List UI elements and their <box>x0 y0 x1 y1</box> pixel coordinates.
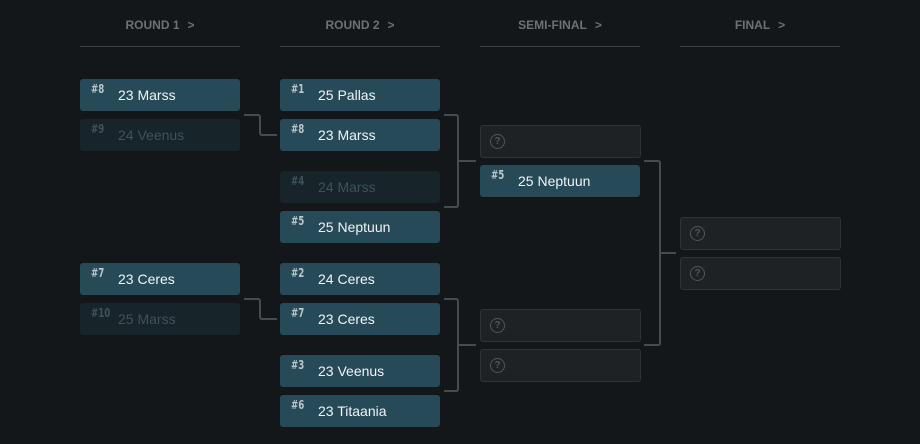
tbd-slot: ? <box>480 309 641 342</box>
header-round-1[interactable]: ROUND 1 > <box>80 18 240 47</box>
team-name: 25 Pallas <box>318 87 376 103</box>
seed-label: #10 <box>91 306 111 320</box>
chevron-right-icon: > <box>594 18 602 32</box>
seed-label: #3 <box>291 358 305 372</box>
tbd-slot: ? <box>680 257 841 290</box>
chevron-right-icon: > <box>187 18 195 32</box>
question-circle-icon: ? <box>490 358 505 373</box>
seed-label: #5 <box>291 214 305 228</box>
tbd-slot: ? <box>680 217 841 250</box>
team-name: 23 Ceres <box>118 271 175 287</box>
match-card[interactable]: #5 25 Neptuun <box>280 211 440 243</box>
match-card[interactable]: #8 23 Marss <box>280 119 440 151</box>
header-label: ROUND 2 <box>325 18 380 32</box>
match-card[interactable]: #10 25 Marss <box>80 303 240 335</box>
team-name: 23 Marss <box>118 87 176 103</box>
match-card[interactable]: #2 24 Ceres <box>280 263 440 295</box>
question-circle-icon: ? <box>690 266 705 281</box>
header-round-2[interactable]: ROUND 2 > <box>280 18 440 47</box>
team-name: 24 Ceres <box>318 271 375 287</box>
team-name: 25 Neptuun <box>318 219 391 235</box>
team-name: 25 Neptuun <box>518 173 591 189</box>
match-card[interactable]: #1 25 Pallas <box>280 79 440 111</box>
seed-label: #8 <box>291 122 305 136</box>
seed-label: #9 <box>91 122 105 136</box>
match-card[interactable]: #9 24 Veenus <box>80 119 240 151</box>
team-name: 24 Veenus <box>118 127 185 143</box>
seed-label: #7 <box>291 306 305 320</box>
header-label: FINAL <box>734 18 771 32</box>
question-circle-icon: ? <box>490 318 505 333</box>
team-name: 25 Marss <box>118 311 176 327</box>
match-card[interactable]: #7 23 Ceres <box>280 303 440 335</box>
seed-label: #2 <box>291 266 305 280</box>
team-name: 23 Marss <box>318 127 376 143</box>
seed-label: #7 <box>91 266 105 280</box>
team-name: 24 Marss <box>318 179 376 195</box>
team-name: 23 Veenus <box>318 363 385 379</box>
match-card[interactable]: #4 24 Marss <box>280 171 440 203</box>
header-label: SEMI-FINAL <box>518 18 587 32</box>
question-circle-icon: ? <box>490 134 505 149</box>
question-circle-icon: ? <box>690 226 705 241</box>
seed-label: #6 <box>291 398 305 412</box>
seed-label: #8 <box>91 82 105 96</box>
match-card[interactable]: #6 23 Titaania <box>280 395 440 427</box>
header-final[interactable]: FINAL > <box>680 18 840 47</box>
team-name: 23 Titaania <box>318 403 387 419</box>
match-card[interactable]: #5 25 Neptuun <box>480 165 640 197</box>
seed-label: #4 <box>291 174 305 188</box>
chevron-right-icon: > <box>778 18 786 32</box>
tbd-slot: ? <box>480 125 641 158</box>
header-semi-final[interactable]: SEMI-FINAL > <box>480 18 640 47</box>
seed-label: #1 <box>291 82 305 96</box>
tbd-slot: ? <box>480 349 641 382</box>
match-card[interactable]: #8 23 Marss <box>80 79 240 111</box>
team-name: 23 Ceres <box>318 311 375 327</box>
match-card[interactable]: #7 23 Ceres <box>80 263 240 295</box>
seed-label: #5 <box>491 168 505 182</box>
match-card[interactable]: #3 23 Veenus <box>280 355 440 387</box>
header-label: ROUND 1 <box>125 18 180 32</box>
chevron-right-icon: > <box>387 18 395 32</box>
